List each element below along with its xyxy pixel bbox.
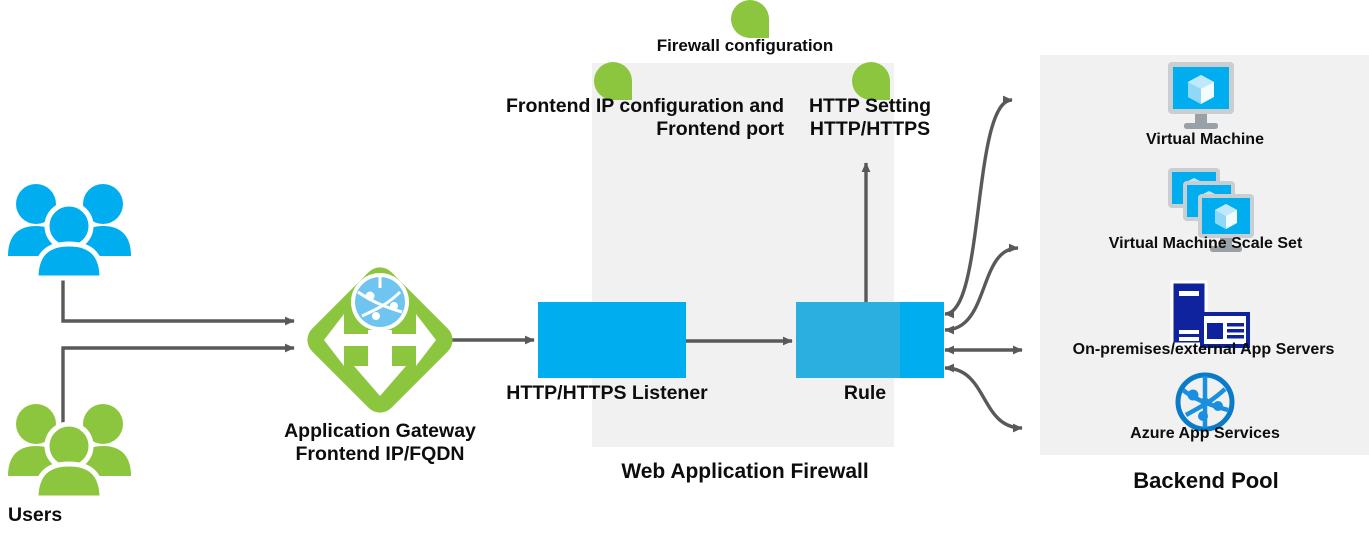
rule-box[interactable] [796,302,944,378]
connector-rule-to-vm-scale-set [944,243,1019,335]
http-https-listener-box[interactable] [538,302,686,378]
virtual-machine-icon [1168,62,1234,129]
rule-box-right-segment [900,302,944,378]
users-bottom-icon [8,404,131,501]
frontend-label-line-1: Frontend IP configuration and [505,95,784,117]
application-gateway-line-2: Frontend IP/FQDN [295,443,465,465]
virtual-machine-scale-set-icon [1168,168,1254,252]
backend-item-label-on-premises-app-servers: On-premises/external App Servers [1072,341,1335,358]
http-setting-label: HTTP Setting HTTP/HTTPS [790,95,950,141]
application-gateway-icon [307,267,453,413]
application-gateway-label: Application Gateway Frontend IP/FQDN [240,420,520,466]
connector-rule-to-azure-app-services [944,363,1023,433]
application-gateway-line-1: Application Gateway [284,420,476,442]
web-application-firewall-panel [592,63,894,447]
frontend-ip-configuration-pin [594,62,632,100]
azure-app-services-icon [1175,372,1235,432]
http-setting-line-1: HTTP Setting [808,95,932,117]
users-top-icon [8,184,131,281]
http-https-listener-label: HTTP/HTTPS Listener [506,382,708,404]
server-icon [1170,280,1250,348]
backend-item-label-azure-app-services: Azure App Services [1130,425,1280,442]
connector-rule-to-virtual-machine [944,95,1013,319]
frontend-label-line-2: Frontend port [656,118,784,140]
connector-users-bottom-to-gateway [61,343,295,444]
backend-item-label-virtual-machine: Virtual Machine [1146,131,1264,148]
users-label: Users [8,504,63,526]
firewall-configuration-label: Firewall configuration [656,36,834,55]
frontend-ip-configuration-label: Frontend IP configuration and Frontend p… [404,95,784,141]
rule-label: Rule [843,382,887,404]
web-application-firewall-label: Web Application Firewall [621,460,869,483]
http-setting-line-2: HTTP/HTTPS [809,118,931,140]
backend-item-label-virtual-machine-scale-set: Virtual Machine Scale Set [1108,235,1303,252]
firewall-configuration-pin [731,0,769,38]
backend-pool-label: Backend Pool [1133,468,1279,493]
http-setting-pin [852,62,890,100]
